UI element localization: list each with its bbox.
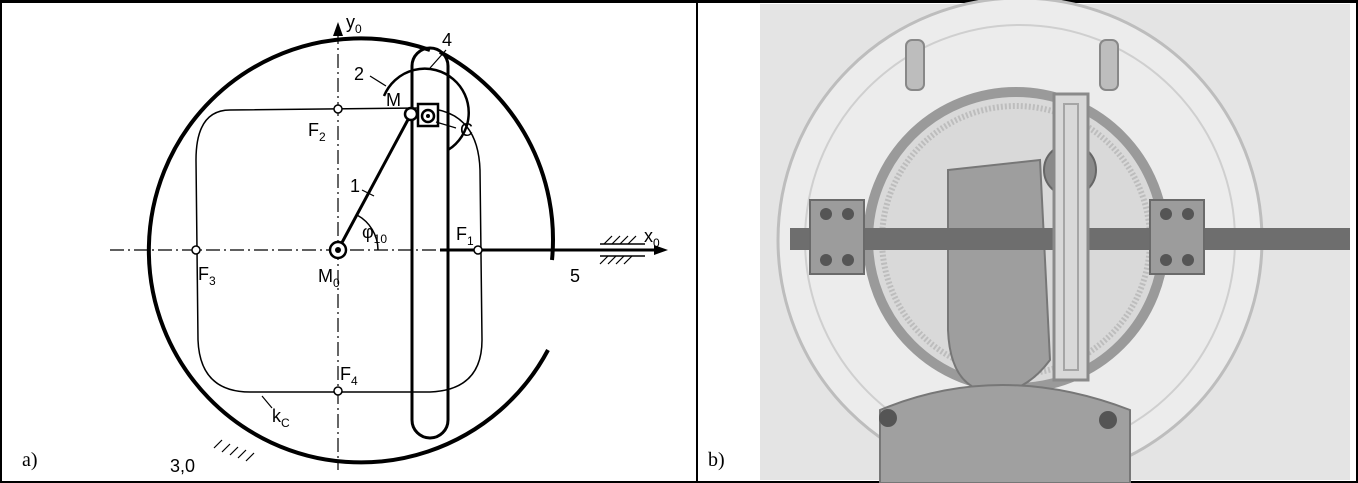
panel-divider <box>696 0 698 483</box>
label-5: 5 <box>570 266 580 286</box>
point-f3 <box>191 245 201 255</box>
leader-c <box>435 121 457 129</box>
planet-gear-2 <box>382 67 470 152</box>
panel-a-label: a) <box>22 449 38 471</box>
joint-m <box>403 106 419 122</box>
label-kc: kC <box>272 406 290 430</box>
x-axis-arrow <box>654 245 668 255</box>
leader-kc <box>261 395 273 409</box>
frame-ring <box>146 36 550 465</box>
label-1: 1 <box>350 176 360 196</box>
label-phi10: φ10 <box>362 222 387 246</box>
point-f2 <box>333 104 343 114</box>
kinematic-diagram: y0 4 2 M C F2 1 φ10 F1 x0 F3 M0 5 F4 kC … <box>22 12 668 476</box>
frame-ring-arc-right <box>439 50 555 261</box>
label-m0: M0 <box>318 266 340 290</box>
label-2: 2 <box>354 64 364 84</box>
label-f1: F1 <box>456 224 474 248</box>
label-f4: F4 <box>340 364 358 388</box>
ground-hatching <box>213 439 255 462</box>
slotted-link <box>410 46 450 440</box>
label-f2: F2 <box>308 120 326 144</box>
label-4: 4 <box>442 30 452 50</box>
point-f4 <box>333 386 343 396</box>
guide-hatching <box>599 235 637 265</box>
point-f1 <box>473 245 483 255</box>
leader-4 <box>429 49 447 69</box>
joint-m0-center <box>335 247 341 253</box>
label-frame-30: 3,0 <box>170 456 195 476</box>
y-axis-arrow <box>333 22 343 36</box>
label-x0: x0 <box>644 226 660 250</box>
label-f3: F3 <box>198 264 216 288</box>
joint-c-center <box>426 114 430 118</box>
leader-2 <box>369 75 387 87</box>
label-c: C <box>460 120 473 140</box>
label-y0: y0 <box>346 12 362 36</box>
crank-1 <box>336 113 413 251</box>
curve-kc <box>195 107 483 393</box>
leader-1 <box>361 189 375 197</box>
angle-arc <box>356 214 379 251</box>
label-m: M <box>386 90 401 110</box>
